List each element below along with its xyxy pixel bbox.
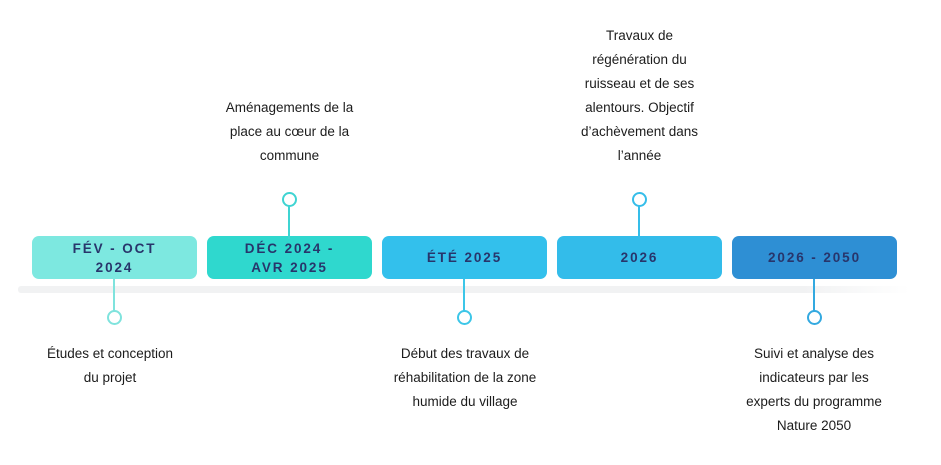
timeline-note-ete-2025: Début des travaux de réhabilitation de l…: [393, 346, 537, 409]
connector-stem-fev-oct-2024: [113, 279, 115, 312]
timeline-bar-label: 2026: [620, 250, 659, 265]
timeline-note-fev-oct-2024: Études et conception du projet: [46, 346, 174, 385]
timeline-bar-fev-oct-2024[interactable]: FÉV - OCT 2024: [32, 236, 197, 279]
connector-stem-ete-2025: [463, 279, 465, 312]
timeline-bar-label: FÉV - OCT 2024: [72, 240, 157, 275]
connector-stem-2026-2050: [813, 279, 815, 312]
timeline-note-dec-2024-avr-2025: Aménagements de la place au cœur de la c…: [225, 100, 354, 163]
timeline-bar-2026[interactable]: 2026: [557, 236, 722, 279]
timeline-bar-label: ÉTÉ 2025: [426, 250, 503, 265]
timeline-note-2026: Travaux de régénération du ruisseau et d…: [580, 28, 699, 163]
connector-ring-fev-oct-2024[interactable]: [107, 310, 122, 325]
timeline-bar-label: DÉC 2024 - AVR 2025: [244, 240, 335, 275]
timeline-bar-dec-2024-avr-2025[interactable]: DÉC 2024 - AVR 2025: [207, 236, 372, 279]
connector-ring-ete-2025[interactable]: [457, 310, 472, 325]
timeline-note-2026-2050: Suivi et analyse des indicateurs par les…: [746, 346, 882, 433]
connector-stem-dec-2024-avr-2025: [288, 205, 290, 239]
connector-ring-2026-2050[interactable]: [807, 310, 822, 325]
timeline-bar-ete-2025[interactable]: ÉTÉ 2025: [382, 236, 547, 279]
timeline-bar-label: 2026 - 2050: [768, 250, 861, 265]
timeline-bar-2026-2050[interactable]: 2026 - 2050: [732, 236, 897, 279]
connector-ring-2026[interactable]: [632, 192, 647, 207]
connector-ring-dec-2024-avr-2025[interactable]: [282, 192, 297, 207]
connector-stem-2026: [638, 205, 640, 239]
